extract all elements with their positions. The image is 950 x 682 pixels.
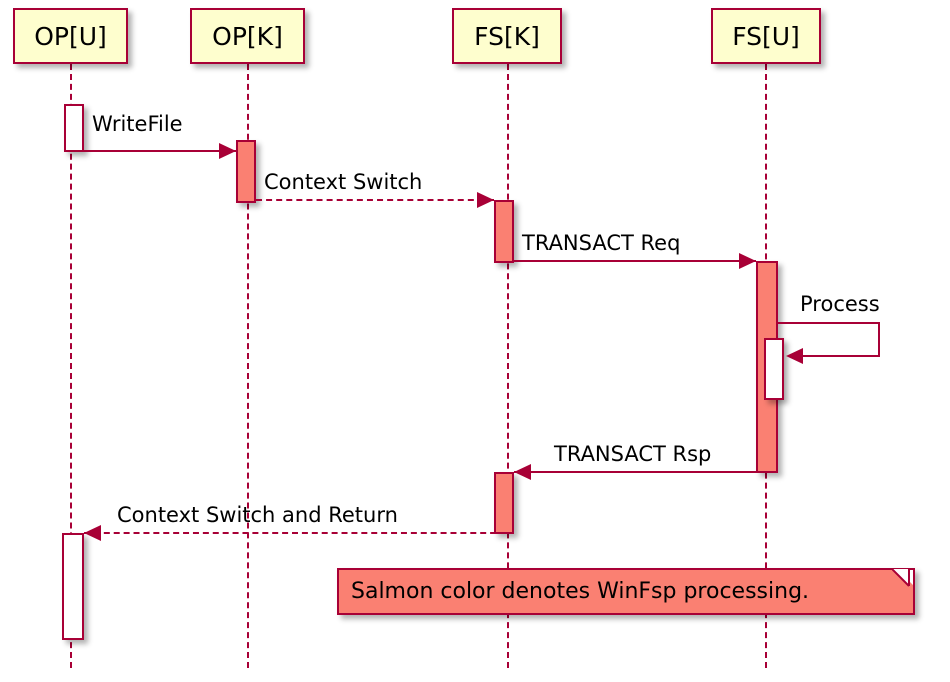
message-process-segment-top	[778, 322, 880, 324]
activation-fsu-2-nested	[764, 338, 784, 400]
message-transact-rsp-arrowhead	[514, 464, 531, 480]
participant-opu-label: OP[U]	[34, 21, 107, 51]
message-transact-rsp-label: TRANSACT Rsp	[554, 442, 712, 466]
message-context-switch-line	[256, 199, 494, 201]
message-writefile-line	[84, 150, 236, 152]
message-process-label: Process	[800, 292, 880, 316]
activation-fsk-2	[494, 472, 514, 534]
message-writefile-arrowhead	[219, 143, 236, 159]
participant-opk-label: OP[K]	[212, 21, 283, 51]
note-salmon-legend: Salmon color denotes WinFsp processing.	[337, 568, 915, 615]
message-writefile-label: WriteFile	[92, 112, 183, 136]
message-context-switch-label: Context Switch	[264, 170, 423, 194]
activation-opu-1	[64, 104, 84, 152]
participant-opk[interactable]: OP[K]	[190, 8, 305, 64]
participant-fsk-label: FS[K]	[474, 21, 540, 51]
message-context-switch-arrowhead	[477, 192, 494, 208]
participant-opu[interactable]: OP[U]	[13, 8, 128, 64]
message-context-switch-return-arrowhead	[84, 525, 101, 541]
message-process-segment-right	[878, 322, 880, 356]
note-fold-edge-icon	[892, 569, 910, 587]
message-process-arrowhead	[786, 348, 803, 364]
lifeline-opu	[70, 64, 72, 668]
participant-fsu[interactable]: FS[U]	[711, 8, 821, 64]
participant-fsu-label: FS[U]	[732, 21, 800, 51]
lifeline-opk	[247, 64, 249, 668]
message-context-switch-return-line	[84, 532, 506, 534]
activation-fsk-1	[494, 200, 514, 263]
message-transact-req-line	[514, 260, 756, 262]
activation-opk-1	[236, 140, 256, 203]
message-transact-req-arrowhead	[739, 253, 756, 269]
lifeline-fsk	[507, 64, 509, 668]
message-transact-req-label: TRANSACT Req	[522, 231, 681, 255]
message-context-switch-return-label: Context Switch and Return	[117, 503, 398, 527]
message-process-segment-bottom	[795, 355, 880, 357]
note-salmon-legend-text: Salmon color denotes WinFsp processing.	[351, 578, 810, 604]
activation-opu-2	[62, 533, 84, 640]
message-transact-rsp-line	[514, 471, 768, 473]
participant-fsk[interactable]: FS[K]	[452, 8, 562, 64]
